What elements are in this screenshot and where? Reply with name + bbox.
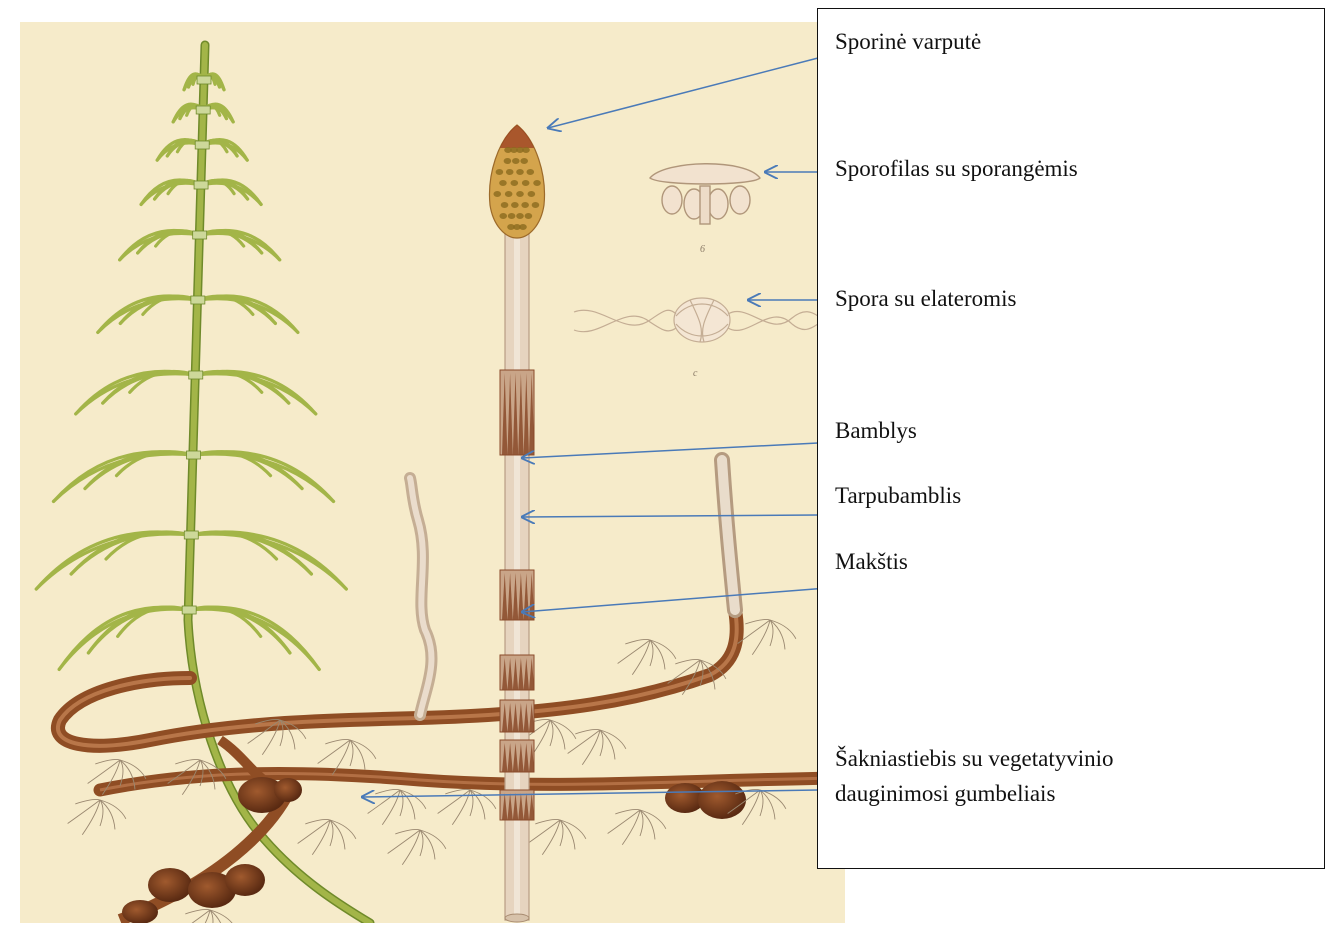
label-node: Bamblys: [835, 417, 917, 445]
label-rhizome-line1: Šakniastiebis su vegetatyvinio: [835, 745, 1114, 773]
fertile-stem: [500, 230, 534, 922]
svg-text:6: 6: [700, 244, 705, 255]
label-spore: Spora su elateromis: [835, 285, 1016, 313]
label-strobilus: Sporinė varputė: [835, 28, 981, 56]
label-internode: Tarpubamblis: [835, 482, 961, 510]
svg-text:c: c: [693, 368, 698, 379]
label-sporophyll: Sporofilas su sporangėmis: [835, 155, 1078, 183]
label-sheath: Makštis: [835, 548, 908, 576]
label-rhizome-line2: dauginimosi gumbeliais: [835, 780, 1055, 808]
